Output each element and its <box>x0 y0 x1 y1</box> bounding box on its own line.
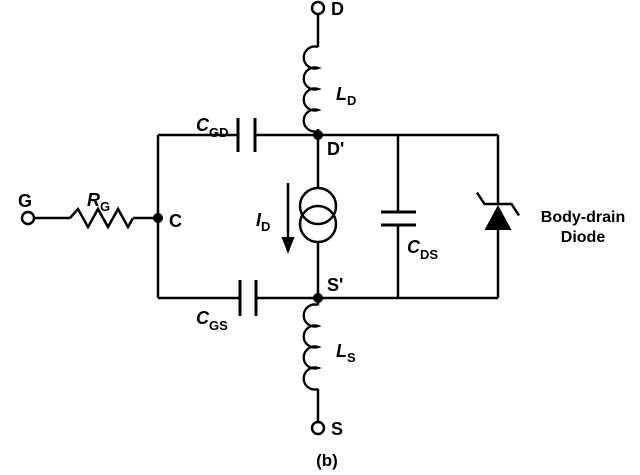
diode-triangle <box>484 205 512 230</box>
figure-caption: (b) <box>316 451 338 470</box>
gate-resistor-symbol <box>69 206 135 230</box>
gate-drain-capacitor-label: CGD <box>196 115 229 140</box>
drain-source-capacitor-symbol <box>381 210 416 227</box>
node-s-prime-label: S' <box>327 275 343 295</box>
node-c-label: C <box>169 211 182 231</box>
current-source-circle-top <box>298 186 338 226</box>
source-terminal-circle <box>310 420 326 436</box>
current-arrow-head <box>281 237 295 254</box>
source-inductor-symbol <box>302 303 322 391</box>
body-drain-diode-label-line2: Diode <box>561 229 606 246</box>
drain-inductor-symbol <box>302 45 322 133</box>
drain-current-label: ID <box>256 210 270 234</box>
drain-source-capacitor-label: CDS <box>407 237 438 262</box>
node-c-dot <box>153 213 163 223</box>
drain-terminal-label: D <box>331 0 344 19</box>
body-drain-diode-label-line1: Body-drain <box>541 209 625 226</box>
gate-source-capacitor-label: CGS <box>196 308 228 333</box>
current-source-circle-bottom <box>298 204 338 244</box>
gate-terminal-label: G <box>18 191 32 211</box>
drain-inductor-label: LD <box>336 84 356 108</box>
drain-terminal-circle <box>310 0 326 16</box>
node-d-prime-dot <box>313 130 323 140</box>
node-s-prime-dot <box>313 293 323 303</box>
source-inductor-label: LS <box>336 341 356 365</box>
source-terminal-label: S <box>331 419 343 439</box>
diode-cathode-bar <box>475 191 521 217</box>
gate-source-capacitor-symbol <box>238 280 258 316</box>
gate-resistor-label: RG <box>87 190 110 214</box>
gate-drain-capacitor-symbol <box>236 118 257 152</box>
gate-terminal-circle <box>20 210 36 226</box>
node-d-prime-label: D' <box>327 139 344 159</box>
